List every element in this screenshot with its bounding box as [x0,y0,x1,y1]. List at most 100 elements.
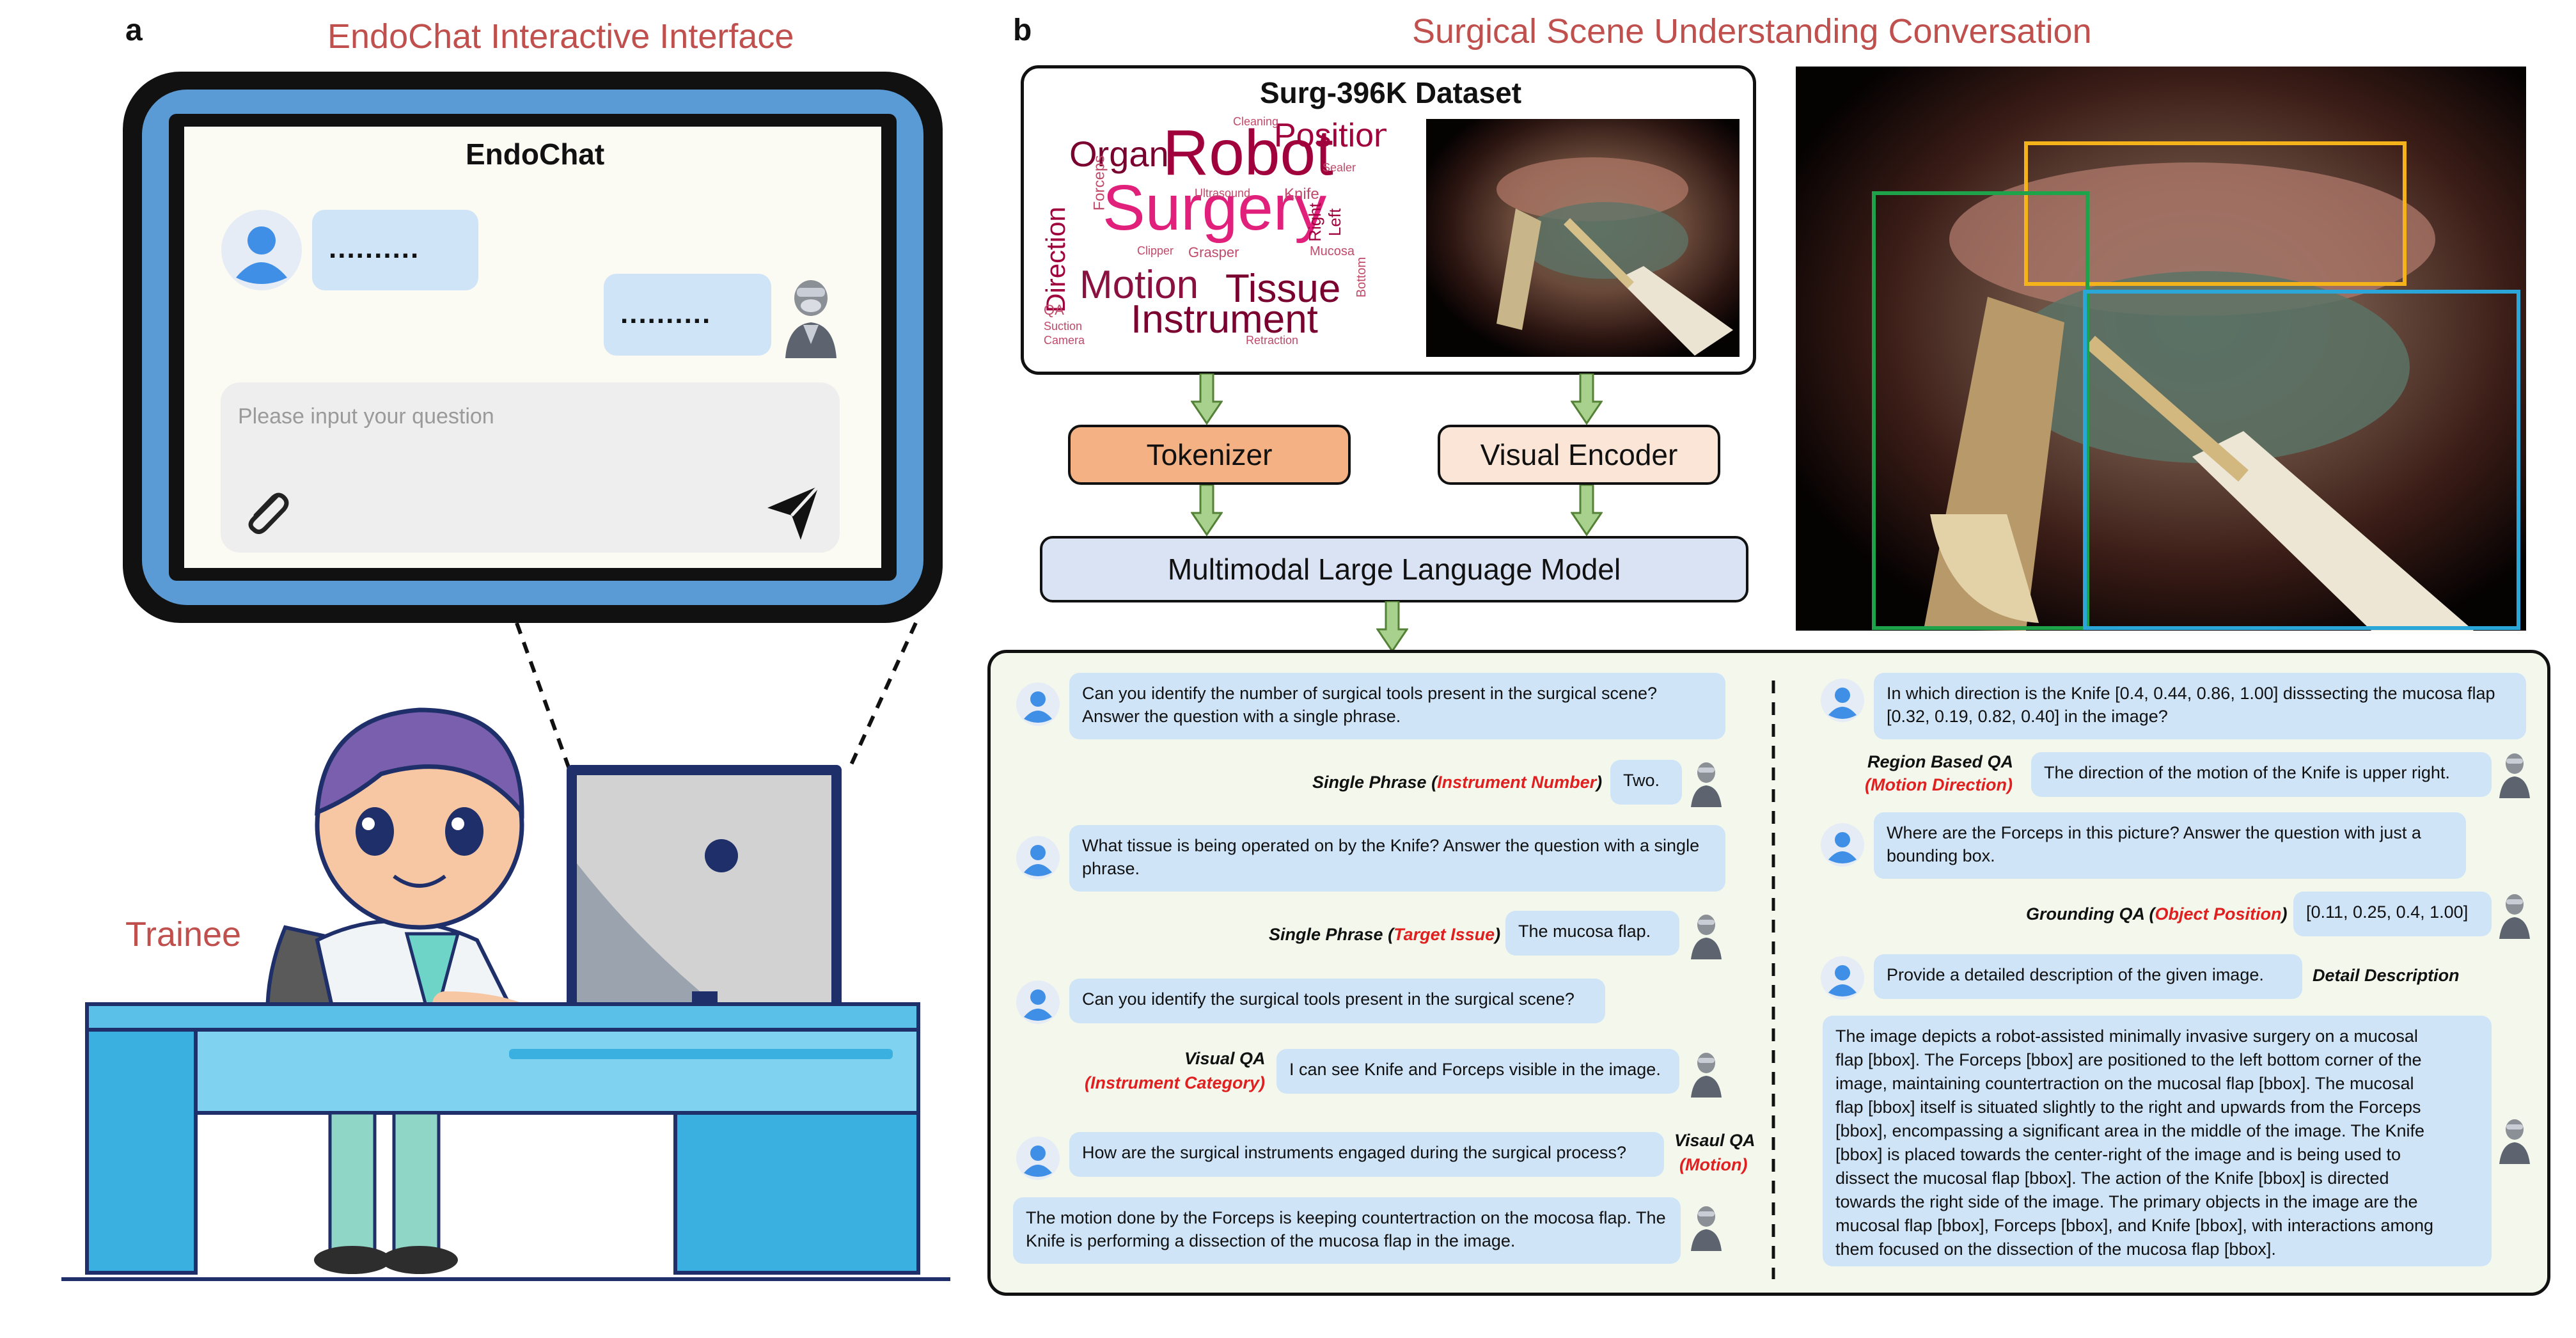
wordcloud-word: Motion [1080,263,1199,307]
wordcloud-word: Cleaning [1233,116,1279,128]
wordcloud-word: Position [1274,117,1386,154]
qa-type-label: Single Phrase (Target Issue) [1269,925,1501,944]
wordcloud-word: Clipper [1137,244,1174,257]
doctor-robot-avatar-icon [1691,762,1722,807]
qa-type-tag: Motion [1685,1155,1742,1174]
paperclip-icon[interactable] [238,484,295,541]
qa-type-tag: Object Position [2155,904,2282,924]
user-avatar-icon [1821,823,1864,867]
word-cloud: Robot Surgery Instrument Motion Tissue O… [1041,116,1386,356]
detail-line: flap [bbox]. The Forceps [bbox] are posi… [1835,1050,2422,1069]
wordcloud-word: Mucosa [1310,244,1355,258]
qa-type-tag-wrap: (Motion) [1679,1155,1748,1174]
qa-type-tag: Target Issue [1394,925,1495,944]
wordcloud-word: Camera [1044,334,1085,347]
wordcloud-word: Ultrasound [1195,187,1251,200]
question-bubble: In which direction is the Knife [0.4, 0.… [1874,673,2526,739]
wordcloud-word: Direction [1041,207,1071,313]
detail-line: mucosal flap [bbox], Forceps [bbox], and… [1835,1216,2434,1235]
panel-b-letter: b [1013,13,1032,47]
wordcloud-word: Bottom [1355,256,1369,298]
user-avatar-icon [1016,980,1060,1024]
send-icon[interactable] [762,482,824,544]
qa-type-text: Grounding QA [2026,904,2144,924]
wordcloud-word: Forceps [1090,155,1108,211]
detail-line: The image depicts a robot-assisted minim… [1835,1027,2418,1046]
doctor-robot-avatar-icon [785,280,836,358]
doctor-robot-avatar-icon [1691,915,1722,959]
qa-type-tag: Instrument Category [1090,1073,1260,1092]
arrow-down-icon [1571,485,1603,536]
panel-a-letter: a [125,13,143,47]
qa-type-tag: Motion Direction [1871,775,2007,794]
wordcloud-word: Tissue [1225,267,1341,311]
detail-line: flap [bbox] itself is situated slightly … [1835,1098,2421,1117]
answer-bubble: [0.11, 0.25, 0.4, 1.00] [2293,892,2492,936]
answer-bubble: Two. [1610,760,1682,805]
doctor-robot-avatar-icon [1691,1053,1722,1098]
trainee-label: Trainee [125,915,242,954]
doctor-robot-avatar-icon [2499,894,2530,939]
question-bubble: Can you identify the surgical tools pres… [1069,979,1605,1023]
detail-line: them focused on the dissection of the mu… [1835,1240,2276,1259]
answer-bubble: The motion done by the Forceps is keepin… [1013,1197,1681,1264]
user-message-text: .......... [329,233,420,264]
arrow-down-icon [1571,374,1603,425]
app-title: EndoChat [466,138,605,171]
detail-line: image, maintaining countertraction on th… [1835,1074,2414,1093]
arrow-down-icon [1191,374,1223,425]
dataset-title: Surg-396K Dataset [1260,76,1522,109]
wordcloud-word: Robot [1163,117,1333,189]
question-input-box[interactable] [221,382,840,553]
detail-line: dissect the mucosal flap [bbox]. The act… [1835,1169,2389,1188]
answer-bubble: The direction of the motion of the Knife… [2031,752,2492,797]
wordcloud-word: Organ [1069,134,1169,174]
bot-message-bubble: .......... [604,274,771,356]
wordcloud-word: Suction [1044,320,1083,333]
detail-line: [bbox], encompassing a significant area … [1835,1121,2425,1140]
wordcloud-word: Knife [1284,185,1319,203]
wordcloud-word: Right [1305,203,1324,242]
qa-type-tag-wrap: (Motion Direction) [1865,775,2013,794]
qa-type-label: Grounding QA (Object Position) [2026,904,2288,924]
connector-dashed-lines [515,622,918,770]
tokenizer-node: Tokenizer [1068,425,1351,485]
user-avatar-icon [1821,956,1864,1000]
wordcloud-word: Surgery [1103,172,1327,244]
wordcloud-word: Retraction [1246,334,1299,347]
wordcloud-word: QA [1044,302,1064,318]
trainee-illustration [61,707,950,1281]
qa-type-text: Visaul QA [1674,1131,1755,1150]
panel-a-title: EndoChat Interactive Interface [327,17,794,56]
wordcloud-word: Grasper [1188,244,1239,260]
qa-type-tag: Instrument Number [1437,773,1597,792]
user-message-bubble: .......... [312,210,478,290]
qa-type-text: Detail Description [2313,966,2460,985]
question-bubble: What tissue is being operated on by the … [1069,825,1725,892]
wordcloud-word: Left [1325,208,1345,237]
user-avatar-icon [1016,682,1060,726]
qa-type-text: Single Phrase [1269,925,1383,944]
conversation-divider [1771,681,1775,1279]
question-bubble: How are the surgical instruments engaged… [1069,1132,1664,1177]
arrow-down-icon [1376,601,1408,652]
doctor-robot-avatar-icon [2499,753,2530,798]
user-avatar-icon [221,210,302,290]
question-input-placeholder: Please input your question [238,404,494,429]
surgical-thumbnail [1426,119,1740,357]
qa-type-tag-wrap: (Instrument Category) [1085,1073,1266,1092]
detail-line: towards the right side of the image. The… [1835,1192,2418,1211]
detail-description-bubble: The image depicts a robot-assisted minim… [1823,1016,2492,1266]
question-bubble: Where are the Forceps in this picture? A… [1874,812,2466,879]
user-avatar-icon [1016,1137,1060,1180]
answer-bubble: The mucosa flap. [1505,911,1679,956]
question-bubble: Can you identify the number of surgical … [1069,673,1725,739]
qa-type-label: Single Phrase (Instrument Number) [1312,773,1603,792]
detail-line: [bbox] is placed towards the center-righ… [1835,1145,2401,1164]
wordcloud-word: Instrument [1131,297,1318,342]
mllm-node: Multimodal Large Language Model [1040,536,1748,602]
arrow-down-icon [1191,485,1223,536]
doctor-robot-avatar-icon [1691,1206,1722,1251]
qa-type-text: Single Phrase [1312,773,1427,792]
surgical-scene-image [1796,67,2526,631]
